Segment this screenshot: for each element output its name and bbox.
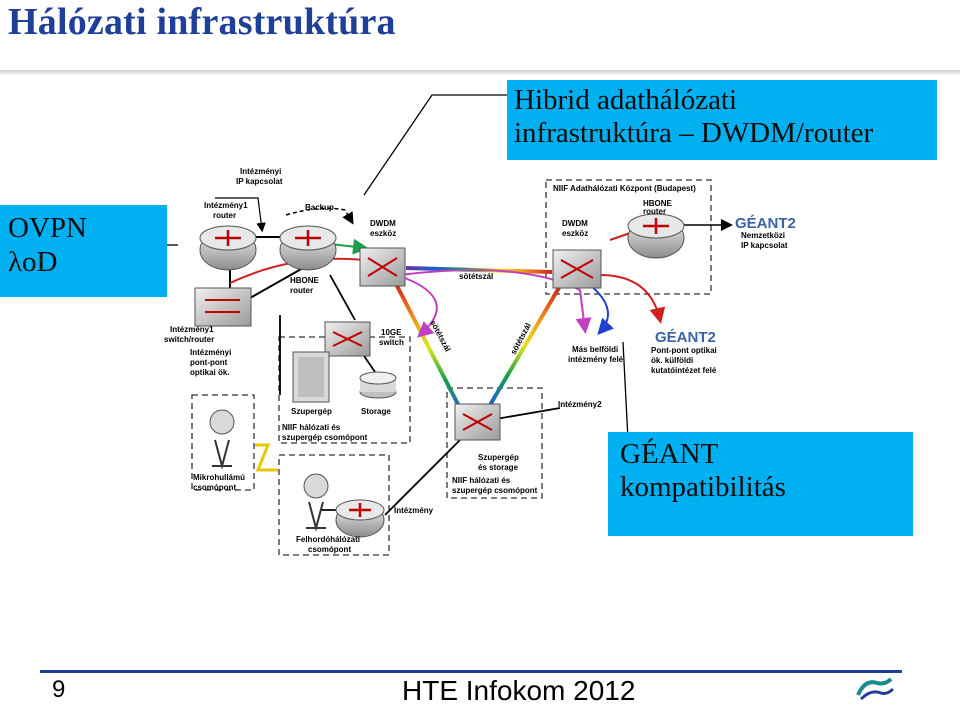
callout-left-line-1: OVPN xyxy=(8,212,87,244)
geant-logo-1: GÉANT2 xyxy=(735,215,796,232)
callout-hybrid-network: Hibrid adathálózati infrastruktúra – DWD… xyxy=(507,80,937,160)
label-hbone-left-2: router xyxy=(290,286,313,295)
label-sotetszal-d1: sötétszál xyxy=(428,319,452,353)
label-mikrohullamu-2: csomópont xyxy=(193,483,236,492)
label-felhordo-2: csomópont xyxy=(308,545,351,554)
label-felhordo-1: Felhordóhálózati xyxy=(296,535,360,544)
label-niif-szupergep-1: NIIF hálózati és xyxy=(282,423,341,432)
dwdm-right xyxy=(552,249,602,289)
label-szupergep: Szupergép xyxy=(291,407,332,416)
label-szupergep-storage-1: Szupergép xyxy=(478,453,519,462)
callout-top-line-1: Hibrid adathálózati xyxy=(514,84,738,116)
switch-10ge xyxy=(324,321,371,357)
label-mas-belfoldi-2: intézmény felé xyxy=(568,355,624,364)
label-sotetszal-h: sötétszál xyxy=(459,272,493,281)
label-hbone-right-1: HBONE xyxy=(643,199,673,208)
label-niif-szupergep-2: szupergép csomópont xyxy=(282,433,368,442)
router-hbone-right xyxy=(627,213,685,259)
title-divider xyxy=(0,70,960,76)
niif-logo-icon xyxy=(856,677,895,701)
label-pontpont-2: pont-pont xyxy=(190,358,228,367)
label-intezmeny1-switch-1: Intézmény1 xyxy=(170,325,214,334)
label-intezmeny1-switch-2: switch/router xyxy=(164,335,214,344)
label-intezmeny2: Intézmény2 xyxy=(558,400,602,409)
svg-text:GÉANT2: GÉANT2 xyxy=(655,329,716,346)
label-backup: Backup xyxy=(305,203,334,212)
microwave-antenna-icon xyxy=(209,409,235,470)
page-number: 9 xyxy=(52,676,66,703)
label-10ge-1: 10GE xyxy=(381,328,402,337)
storage-icon xyxy=(359,371,397,399)
label-storage: Storage xyxy=(361,407,391,416)
label-kulfoldi-3: kutatóintézet felé xyxy=(651,366,717,375)
callout-top-line-2: infrastruktúra – DWDM/router xyxy=(514,117,874,149)
switch-intezmeny1 xyxy=(194,287,252,327)
footer-text: HTE Infokom 2012 xyxy=(402,675,636,706)
geant-logo-2: GÉANT2 xyxy=(655,329,716,346)
label-intezmeny1-router-2: router xyxy=(213,211,236,220)
label-dwdm-left-2: eszköz xyxy=(370,229,396,238)
callout-right-line-2: kompatibilitás xyxy=(620,471,786,503)
label-mikrohullamu-1: Mikrohullámú xyxy=(193,473,245,482)
router-intezmeny1 xyxy=(199,225,257,271)
label-intezmenyi-ip-2: IP kapcsolat xyxy=(236,177,283,186)
label-dwdm-left-1: DWDM xyxy=(370,219,396,228)
label-intezmenyi-ip-1: Intézményi xyxy=(240,167,281,176)
label-nemzetkozi-ip-2: IP kapcsolat xyxy=(741,241,788,250)
slide-title: Hálózati infrastruktúra xyxy=(8,1,396,43)
label-pontpont-1: Intézményi xyxy=(190,348,231,357)
label-pontpont-3: optikai ök. xyxy=(190,368,230,377)
label-hbone-left-1: HBONE xyxy=(290,276,320,285)
callout-geant: GÉANT kompatibilitás xyxy=(608,432,913,536)
label-intezmeny1-router-1: Intézmény1 xyxy=(204,201,248,210)
label-niif-kozpont: NIIF Adathálózati Központ (Budapest) xyxy=(553,184,696,193)
label-mas-belfoldi-1: Más belföldi xyxy=(572,345,618,354)
svg-text:GÉANT2: GÉANT2 xyxy=(735,215,796,232)
label-szupergep-storage-2: és storage xyxy=(478,463,519,472)
label-kulfoldi-2: ök. külföldi xyxy=(651,356,693,365)
footer-divider xyxy=(40,670,902,673)
supercomputer-icon xyxy=(292,351,330,403)
dwdm-intezmeny2 xyxy=(454,403,501,441)
router-intezmeny xyxy=(335,499,385,538)
callout-left-line-2: λoD xyxy=(8,246,58,278)
label-dwdm-right-1: DWDM xyxy=(562,219,588,228)
label-kulfoldi-1: Pont-pont optikai xyxy=(651,346,717,355)
backhaul-antenna-icon xyxy=(303,473,329,532)
dwdm-left xyxy=(359,247,406,287)
label-intezmeny: Intézmény xyxy=(394,506,434,515)
label-10ge-2: switch xyxy=(379,338,404,347)
callout-right-line-1: GÉANT xyxy=(620,438,719,470)
callout-ovpn: OVPN λoD xyxy=(0,205,167,297)
label-hbone-right-2: router xyxy=(643,207,666,216)
label-nemzetkozi-ip-1: Nemzetközi xyxy=(741,231,785,240)
label-niif-szupergep2-1: NIIF hálózati és xyxy=(452,476,511,485)
router-hbone-left xyxy=(279,225,337,271)
label-dwdm-right-2: eszköz xyxy=(562,229,588,238)
label-niif-szupergep2-2: szupergép csomópont xyxy=(452,486,538,495)
